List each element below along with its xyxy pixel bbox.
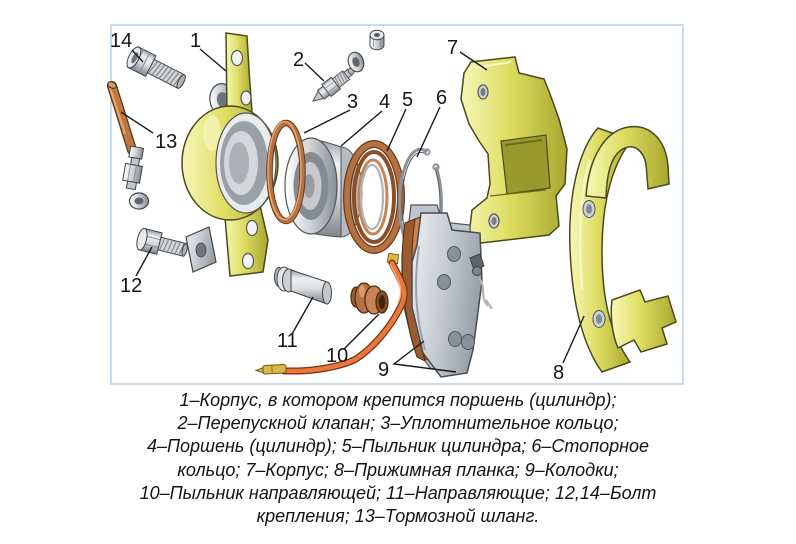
part-label-9: 9 — [378, 359, 389, 381]
bleed-valve-part2 — [312, 67, 355, 102]
valve-washer — [347, 51, 365, 73]
caption-line: кольцо; 7–Корпус; 8–Прижимная планка; 9–… — [177, 459, 619, 480]
bolt-part12 — [136, 227, 188, 257]
part-label-14: 14 — [110, 30, 132, 52]
part-label-3: 3 — [347, 91, 358, 113]
caption: 1–Корпус, в котором крепится поршень (ци… — [0, 389, 796, 528]
caption-line: 2–Перепускной клапан; 3–Уплотнительное к… — [177, 413, 619, 434]
valve-cap — [369, 29, 385, 51]
lock-plate — [185, 226, 217, 273]
bracket-part8 — [568, 125, 677, 373]
part-labels: 14 1 2 3 4 5 6 7 8 9 10 11 12 13 — [110, 30, 564, 384]
pads-part9 — [401, 204, 493, 378]
guide-pin-part11 — [274, 266, 332, 305]
part-label-7: 7 — [447, 37, 458, 59]
part-label-4: 4 — [379, 91, 390, 113]
seal-ring-part3 — [266, 119, 306, 225]
part-label-13: 13 — [155, 131, 177, 153]
housing-part7 — [460, 56, 568, 244]
leader-lines — [120, 48, 585, 373]
sensor-wire — [254, 252, 408, 375]
part-label-5: 5 — [402, 89, 413, 111]
caption-line: 1–Корпус, в котором крепится поршень (ци… — [179, 390, 617, 410]
caliper-body-part1 — [181, 32, 279, 277]
part-label-8: 8 — [553, 362, 564, 384]
caption-line: 10–Пыльник направляющей; 11–Направляющие… — [139, 482, 657, 503]
part-label-2: 2 — [293, 49, 304, 71]
caption-line: крепления; 13–Тормозной шланг. — [256, 506, 540, 527]
part-label-6: 6 — [436, 87, 447, 109]
part-label-10: 10 — [326, 345, 348, 367]
part-label-12: 12 — [120, 275, 142, 297]
hose-part13 — [107, 81, 150, 210]
guide-boot-part10 — [350, 282, 389, 315]
part-label-11: 11 — [277, 330, 298, 352]
caption-line: 4–Поршень (цилиндр); 5–Пыльник цилиндра;… — [146, 436, 650, 457]
part-label-1: 1 — [190, 30, 201, 52]
